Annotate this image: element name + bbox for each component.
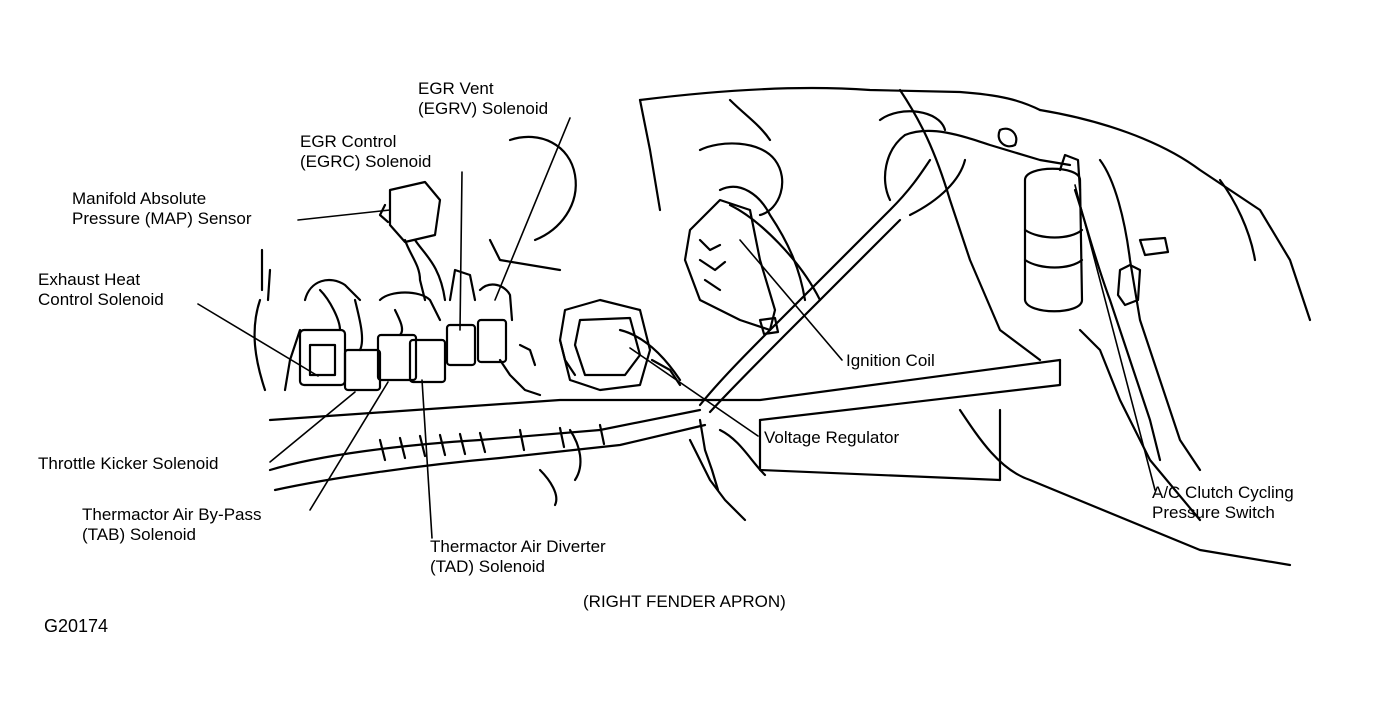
label-tab-line1: Thermactor Air By-Pass xyxy=(82,505,262,524)
label-egr-control-line1: EGR Control xyxy=(300,132,397,151)
map-sensor-drawing xyxy=(378,180,447,302)
label-egr-vent-line1: EGR Vent xyxy=(418,79,494,98)
solenoid-bank-drawing xyxy=(253,248,514,392)
leader-tad xyxy=(421,379,433,539)
leader-ignition-coil xyxy=(739,239,843,361)
label-exhaust-heat: Exhaust Heat Control Solenoid xyxy=(38,270,164,310)
figure-id: G20174 xyxy=(44,616,108,636)
voltage-regulator-drawing xyxy=(558,298,682,392)
fender-apron-outline xyxy=(488,86,1312,362)
leader-egr-control xyxy=(459,171,463,331)
leader-voltage-regulator xyxy=(629,347,759,437)
label-ac-clutch-line2: Pressure Switch xyxy=(1152,503,1275,522)
leader-exhaust-heat xyxy=(197,303,319,377)
label-ac-clutch-line1: A/C Clutch Cycling xyxy=(1152,483,1294,502)
label-exhaust-heat-line2: Control Solenoid xyxy=(38,290,164,309)
leader-map-sensor xyxy=(297,209,391,221)
ac-accumulator-drawing xyxy=(997,127,1202,472)
label-map-sensor-line2: Pressure (MAP) Sensor xyxy=(72,209,252,228)
label-map-sensor: Manifold Absolute Pressure (MAP) Sensor xyxy=(72,189,252,229)
label-egr-control-line2: (EGRC) Solenoid xyxy=(300,152,432,171)
label-ac-clutch-switch: A/C Clutch Cycling Pressure Switch xyxy=(1152,483,1294,523)
diagram-caption-text: (RIGHT FENDER APRON) xyxy=(583,592,786,611)
leader-egr-vent xyxy=(494,117,571,301)
label-exhaust-heat-line1: Exhaust Heat xyxy=(38,270,141,289)
leader-ac-clutch xyxy=(1074,184,1156,491)
label-throttle-kicker-text: Throttle Kicker Solenoid xyxy=(38,454,219,473)
label-ignition-coil-text: Ignition Coil xyxy=(846,351,935,370)
label-tad-line2: (TAD) Solenoid xyxy=(430,557,545,576)
label-map-sensor-line1: Manifold Absolute xyxy=(72,189,207,208)
label-tad-line1: Thermactor Air Diverter xyxy=(430,537,606,556)
label-tab-solenoid: Thermactor Air By-Pass (TAB) Solenoid xyxy=(82,505,262,545)
label-throttle-kicker: Throttle Kicker Solenoid xyxy=(38,454,218,474)
label-egr-vent: EGR Vent (EGRV) Solenoid xyxy=(418,79,548,119)
label-ignition-coil: Ignition Coil xyxy=(846,351,935,371)
figure-id-text: G20174 xyxy=(44,616,109,636)
label-egr-control: EGR Control (EGRC) Solenoid xyxy=(300,132,431,172)
leader-tab xyxy=(309,381,389,511)
wiring-harness-drawing xyxy=(268,129,1072,522)
label-tab-line2: (TAB) Solenoid xyxy=(82,525,197,544)
label-voltage-regulator: Voltage Regulator xyxy=(764,428,899,448)
ignition-coil-drawing xyxy=(683,185,822,336)
leader-throttle-kicker xyxy=(269,391,356,463)
diagram-caption: (RIGHT FENDER APRON) xyxy=(583,592,786,612)
label-egr-vent-line2: (EGRV) Solenoid xyxy=(418,99,549,118)
label-voltage-regulator-text: Voltage Regulator xyxy=(764,428,900,447)
label-tad-solenoid: Thermactor Air Diverter (TAD) Solenoid xyxy=(430,537,606,577)
